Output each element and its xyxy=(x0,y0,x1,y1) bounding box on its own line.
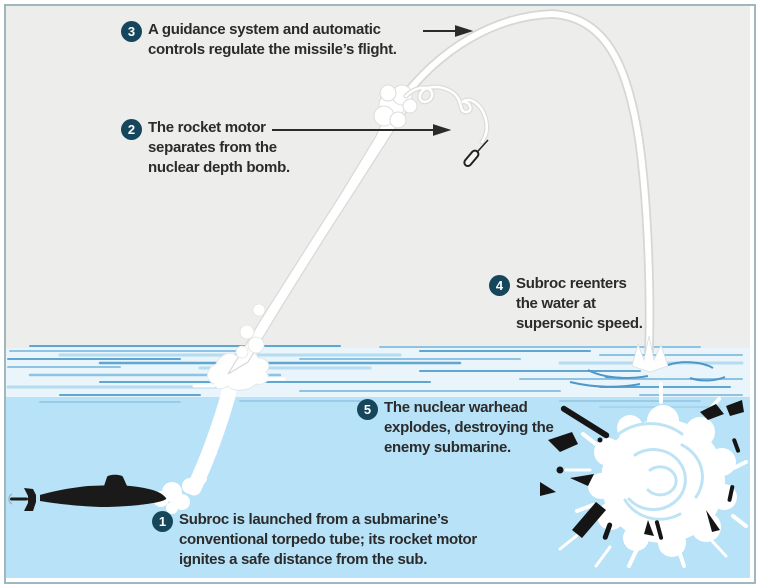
callout-step-4: 4 Subroc reenters the water at supersoni… xyxy=(489,274,643,334)
step-text-line: The rocket motor xyxy=(148,119,266,136)
launch-trail-underwater xyxy=(153,358,241,514)
step-text-line: Subroc reenters xyxy=(516,275,627,292)
reentry-splash xyxy=(569,335,726,388)
submarine-debris xyxy=(540,400,744,540)
trajectory-arc xyxy=(394,9,655,357)
tumble-squiggle xyxy=(403,84,490,145)
step-text-line: nuclear depth bomb. xyxy=(148,159,290,176)
step-text-1: Subroc is launched from a submarine’s co… xyxy=(179,510,477,570)
step-text-line: enemy submarine. xyxy=(384,439,511,456)
step-text-line: separates from the xyxy=(148,139,277,156)
step-text-line: controls regulate the missile’s flight. xyxy=(148,41,397,58)
separation-puff xyxy=(373,84,418,129)
callout-step-2: 2 The rocket motor separates from the nu… xyxy=(121,118,290,178)
ascent-trail-bubbles xyxy=(235,303,266,359)
step-badge-2: 2 xyxy=(121,119,142,140)
step-text-3: A guidance system and automatic controls… xyxy=(148,20,397,60)
submarine-silhouette xyxy=(8,474,167,511)
step-text-line: The nuclear warhead xyxy=(384,399,528,416)
step-text-line: A guidance system and automatic xyxy=(148,21,381,38)
step-badge-5: 5 xyxy=(357,399,378,420)
callout-step-3: 3 A guidance system and automatic contro… xyxy=(121,20,397,60)
rocket-motor xyxy=(463,139,489,168)
launch-splash xyxy=(192,350,286,391)
explosion xyxy=(540,382,748,568)
step-text-line: conventional torpedo tube; its rocket mo… xyxy=(179,531,477,548)
step-text-line: supersonic speed. xyxy=(516,315,643,332)
callout-step-5: 5 The nuclear warhead explodes, destroyi… xyxy=(357,398,554,458)
step-text-2: The rocket motor separates from the nucl… xyxy=(148,118,290,178)
step-badge-4: 4 xyxy=(489,275,510,296)
step-text-line: the water at xyxy=(516,295,596,312)
step-badge-3: 3 xyxy=(121,21,142,42)
step-badge-1: 1 xyxy=(152,511,173,532)
step-text-line: Subroc is launched from a submarine’s xyxy=(179,511,449,528)
callout-arrows xyxy=(272,25,474,136)
explosion-rays xyxy=(558,382,748,568)
step-text-line: ignites a safe distance from the sub. xyxy=(179,551,428,568)
sky xyxy=(6,6,750,348)
step-text-line: explodes, destroying the xyxy=(384,419,554,436)
step-text-4: Subroc reenters the water at supersonic … xyxy=(516,274,643,334)
callout-step-1: 1 Subroc is launched from a submarine’s … xyxy=(152,510,477,570)
step-text-5: The nuclear warhead explodes, destroying… xyxy=(384,398,554,458)
